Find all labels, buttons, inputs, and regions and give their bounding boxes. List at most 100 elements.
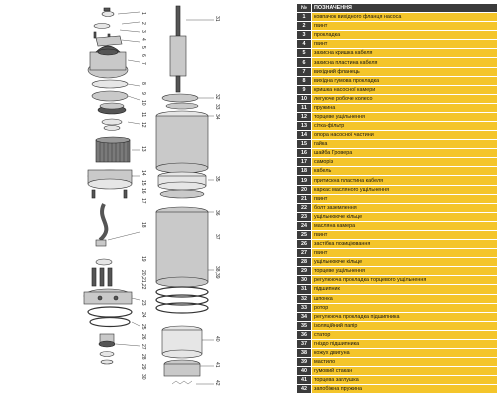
callout-13: 13: [140, 146, 146, 152]
callout-29: 29: [140, 364, 146, 370]
legend-row-label: прокладка: [311, 30, 497, 41]
callout-9: 9: [140, 92, 146, 95]
legend-row-number: 35: [297, 321, 312, 331]
callout-8: 8: [140, 82, 146, 85]
legend-row-number: 12: [297, 112, 312, 123]
legend-row-label: кришка насосної камери: [311, 85, 497, 95]
callout-26: 26: [140, 334, 146, 340]
legend-row-number: 25: [297, 230, 312, 241]
legend-row-label: ковпачок вихідного фланця насоса: [311, 12, 497, 23]
legend-row-number: 11: [297, 103, 312, 113]
legend-row-label: ізоляційний папір: [311, 321, 497, 331]
callout-36: 36: [214, 210, 220, 216]
legend-row-label: регулююча прокладка торцевого ущільнення: [311, 275, 497, 286]
legend-row-label: кабель: [311, 166, 497, 177]
legend-row-label: статор: [311, 330, 497, 340]
legend-row-number: 16: [297, 148, 312, 159]
legend-row-label: гвинт: [311, 194, 497, 204]
callout-27: 27: [140, 344, 146, 350]
legend-row-number: 15: [297, 139, 312, 150]
motor-parts: [155, 5, 209, 385]
legend-row-label: гвинт: [311, 230, 497, 241]
callout-31: 31: [214, 16, 220, 22]
legend-row-label: гвинт: [311, 21, 497, 32]
legend-row-number: 39: [297, 357, 312, 368]
legend-row-label: гвинт: [311, 248, 497, 259]
legend-row-label: опора насосної частини: [311, 130, 497, 141]
legend-row-label: мастило: [311, 357, 497, 368]
legend-header-num: №: [297, 4, 312, 14]
callout-40: 40: [214, 336, 220, 342]
legend-row-number: 20: [297, 185, 312, 195]
legend-row-number: 38: [297, 348, 312, 359]
callout-17: 17: [140, 198, 146, 204]
callout-23: 23: [140, 300, 146, 306]
legend-row-label: кожух двигуна: [311, 348, 497, 359]
legend-row-number: 13: [297, 121, 312, 132]
callout-5: 5: [140, 46, 146, 49]
legend-row-number: 18: [297, 166, 312, 177]
legend-row-label: торцеве ущільнення: [311, 112, 497, 123]
callout-25: 25: [140, 324, 146, 330]
legend-row-label: болт заземлення: [311, 203, 497, 213]
legend-row-number: 19: [297, 175, 312, 186]
legend-row-number: 29: [297, 266, 312, 277]
legend-row-label: вихідна гумова прокладка: [311, 76, 497, 86]
legend-row-label: легуюче робоче колесо: [311, 94, 497, 104]
legend-row-number: 23: [297, 212, 312, 222]
legend-row-number: 7: [297, 67, 312, 77]
legend-row-number: 33: [297, 303, 312, 313]
legend-row-number: 4: [297, 39, 312, 50]
callout-35: 35: [214, 176, 220, 182]
callout-28: 28: [140, 354, 146, 360]
callout-6: 6: [140, 54, 146, 57]
leader-lines: [107, 19, 214, 385]
legend-row-number: 28: [297, 257, 312, 268]
callout-11: 11: [140, 112, 146, 117]
legend-row-label: захисна кришка кабеля: [311, 48, 497, 59]
legend-row-number: 41: [297, 375, 312, 386]
legend-row-label: торцева заглушка: [311, 375, 497, 386]
callout-7: 7: [140, 62, 146, 65]
callout-24: 24: [140, 312, 146, 318]
callout-19: 19: [140, 256, 146, 262]
legend-row-label: масляна камера: [311, 221, 497, 231]
legend-row-label: захисна пластина кабеля: [311, 57, 497, 68]
legend-header-label: ПОЗНАЧЕННЯ: [311, 4, 497, 14]
exploded-pump-diagram: 1 2 3 4 5 6 7 8 9 10 11 12 13 14 15 16 1…: [83, 5, 220, 386]
legend-row-number: 27: [297, 248, 312, 259]
legend-row-number: 31: [297, 284, 312, 295]
callout-labels: 1 2 3 4 5 6 7 8 9 10 11 12 13 14 15 16 1…: [140, 12, 220, 386]
legend-row-number: 40: [297, 366, 312, 377]
legend-row-number: 34: [297, 312, 312, 322]
